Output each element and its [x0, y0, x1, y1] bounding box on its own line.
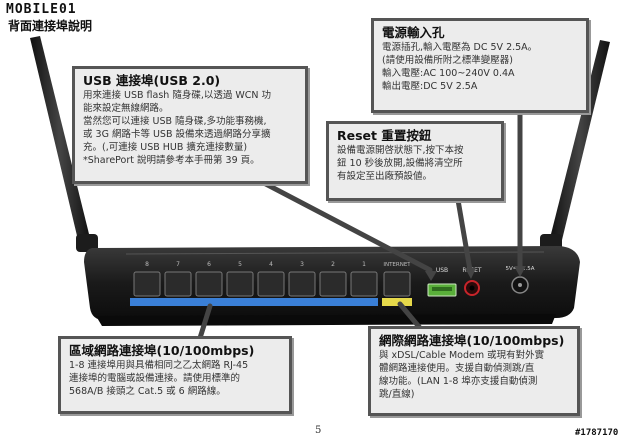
usb-pointer — [259, 179, 433, 273]
callout-line: 跳/直線) — [379, 389, 415, 400]
callout-line: 或 3G 網路卡等 USB 設備來透過網路分享擴 — [83, 129, 271, 140]
callout-line: 線功能。(LAN 1-8 埠亦支援自動偵測 — [379, 376, 538, 387]
callout-line: 電源插孔,輸入電壓為 DC 5V 2.5A。 — [382, 42, 538, 53]
callout-title: 網際網路連接埠(10/100mbps) — [379, 333, 565, 348]
callout-line: 輸出電壓:DC 5V 2.5A — [382, 81, 478, 92]
usb-pointer-head — [425, 271, 437, 281]
lan-port-label: 6 — [207, 261, 211, 268]
lan-ports — [133, 271, 378, 297]
callout-title: Reset 重置按鈕 — [337, 128, 432, 143]
callout-line: (請使用設備所附之標準變壓器) — [382, 55, 513, 66]
lan-port-label: 4 — [269, 261, 273, 268]
callout-title: 區域網路連接埠(10/100mbps) — [69, 343, 255, 358]
lan-port-label: 5 — [238, 261, 242, 268]
callout-title: USB 連接埠(USB 2.0) — [83, 73, 221, 88]
callout-line: 設備電源開啓狀態下,按下本按 — [337, 145, 464, 156]
lan-ports-callout: 區域網路連接埠(10/100mbps) 1-8 連接埠用與具備相同之乙太網路 R… — [58, 336, 292, 414]
power-input-callout: 電源輸入孔 電源插孔,輸入電壓為 DC 5V 2.5A。 (請使用設備所附之標準… — [371, 18, 589, 113]
callout-line: 與 xDSL/Cable Modem 或現有對外實 — [379, 350, 545, 361]
lan-port-label: 3 — [300, 261, 304, 268]
lan-port-label: 7 — [176, 261, 180, 268]
callout-title: 電源輸入孔 — [382, 25, 445, 40]
usb-port-callout: USB 連接埠(USB 2.0) 用來連接 USB flash 隨身碟,以透過 … — [72, 66, 308, 184]
callout-line: 1-8 連接埠用與具備相同之乙太網路 RJ-45 — [69, 360, 249, 371]
callout-line: 輸入電壓:AC 100~240V 0.4A — [382, 68, 515, 79]
lan-port-labels: 8 7 6 5 4 3 2 1 — [145, 261, 366, 268]
lan-port-label: 1 — [362, 261, 366, 268]
wan-pointer — [397, 301, 423, 331]
internet-port-callout: 網際網路連接埠(10/100mbps) 與 xDSL/Cable Modem 或… — [368, 326, 580, 416]
callout-line: 連接埠的電腦或設備連接。請使用標準的 — [69, 373, 241, 384]
lan-pointer — [197, 303, 213, 341]
callout-pointers — [197, 111, 523, 341]
internet-port — [383, 271, 411, 297]
lan-port-label: 2 — [331, 261, 335, 268]
callout-line: 體網路連接使用。支援自動偵測跳/直 — [379, 363, 535, 374]
reset-pointer-head — [465, 268, 476, 279]
power-pointer-head — [514, 266, 526, 277]
internet-port-label: INTERNET — [383, 262, 411, 268]
callout-line: 充。(,可連接 USB HUB 擴充連接數量) — [83, 142, 248, 153]
callout-line: 鈕 10 秒後放開,設備將清空所 — [337, 158, 463, 169]
page-heading: 背面連接埠說明 — [8, 19, 93, 33]
usb-port-label: USB — [436, 267, 448, 274]
reset-pointer — [455, 197, 473, 273]
callout-line: 當然您可以連接 USB 隨身碟,多功能事務機, — [83, 116, 267, 127]
lan-port-label: 8 — [145, 261, 149, 268]
callout-line: *SharePort 說明請參考本手冊第 39 頁。 — [83, 155, 260, 166]
left-antenna — [30, 36, 98, 252]
watermark-id: #1787170 — [575, 428, 619, 438]
page-number: 5 — [315, 425, 322, 436]
callout-line: 能來設定無線網路。 — [83, 103, 169, 114]
reset-button-callout: Reset 重置按鈕 設備電源開啓狀態下,按下本按 鈕 10 秒後放開,設備將清… — [326, 121, 504, 201]
callout-line: 568A/B 接頭之 Cat.5 或 6 網路線。 — [69, 386, 226, 397]
lan-color-stripe — [130, 298, 378, 306]
callout-line: 有設定至出廠預設値。 — [337, 171, 433, 182]
callout-line: 用來連接 USB flash 隨身碟,以透過 WCN 功 — [83, 90, 272, 101]
mobile01-logo: MOBILE01 — [6, 2, 77, 17]
wan-color-stripe — [382, 298, 412, 306]
